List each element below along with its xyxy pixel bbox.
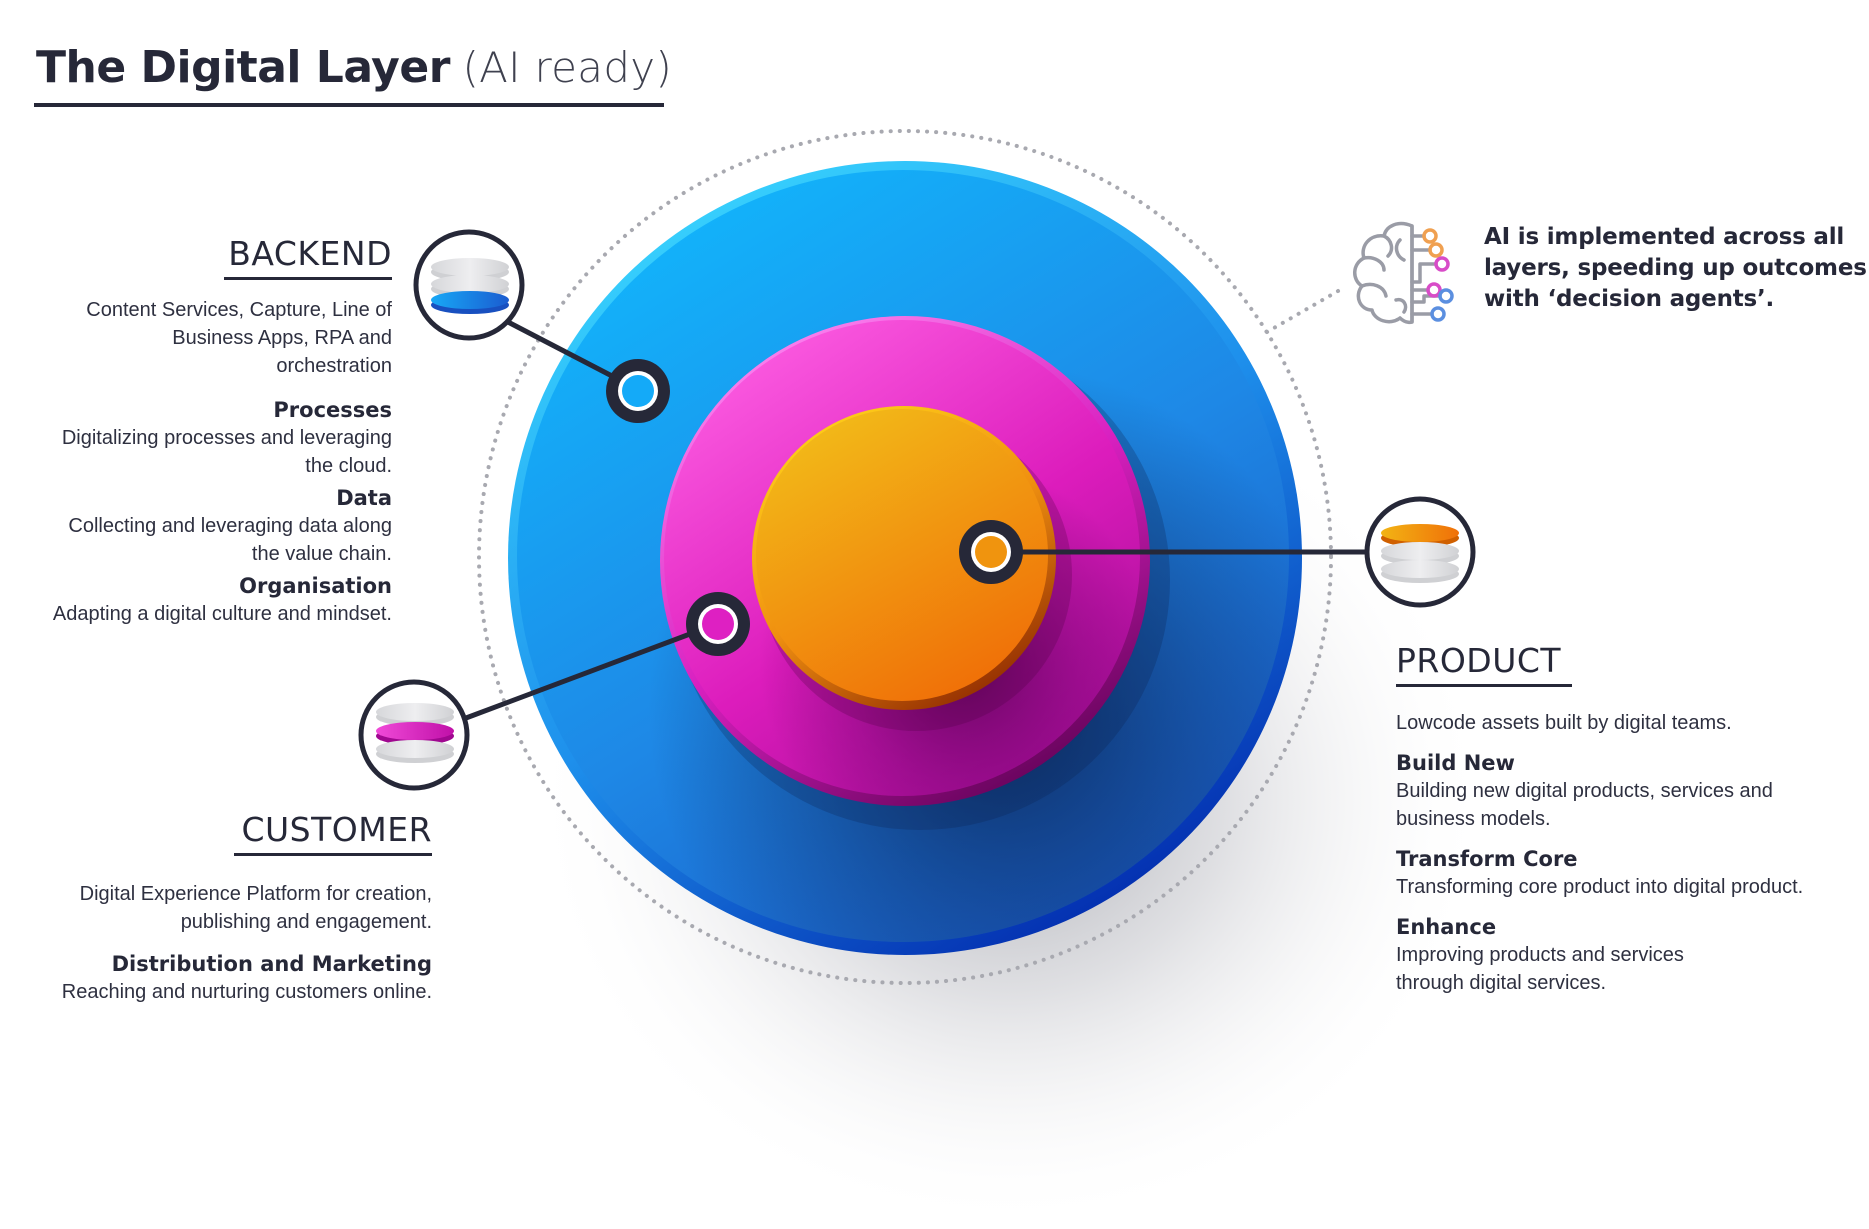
product-item-transform-core: Transform Core Transforming core product… — [1396, 845, 1803, 901]
customer-heading: CUSTOMER — [241, 810, 432, 849]
backend-item-organisation: Organisation Adapting a digital culture … — [53, 572, 392, 628]
outer-layer-backend-disk — [508, 161, 1302, 955]
title-suffix: (AI ready) — [462, 43, 673, 92]
ai-note-line: layers, speeding up outcomes — [1484, 255, 1867, 281]
backend-layer-stack-icon — [413, 229, 525, 341]
backend-item-line: Collecting and leveraging data along — [68, 515, 392, 537]
backend-connector — [506, 319, 614, 379]
customer-marker — [686, 592, 750, 656]
product-item-line: business models. — [1396, 808, 1551, 830]
product-section: PRODUCT Lowcode assets built by digital … — [1396, 641, 1803, 997]
product-item-line: Transforming core product into digital p… — [1396, 876, 1804, 898]
customer-description-line: Digital Experience Platform for creation… — [79, 883, 432, 905]
ai-note-line: AI is implemented across all — [1484, 224, 1845, 250]
backend-item-line: the value chain. — [251, 543, 392, 565]
drop-shadow — [530, 370, 1490, 1229]
product-heading: PRODUCT — [1396, 641, 1572, 687]
customer-description: Digital Experience Platform for creation… — [62, 880, 432, 936]
backend-item-line: Adapting a digital culture and mindset. — [52, 603, 392, 625]
product-layer-stack-icon — [1364, 496, 1476, 608]
customer-section: CUSTOMER Digital Experience Platform for… — [62, 810, 432, 1006]
product-heading-underline — [1396, 684, 1572, 687]
customer-item-distribution: Distribution and Marketing Reaching and … — [62, 950, 432, 1006]
backend-heading-underline — [224, 277, 392, 280]
product-item-title: Enhance — [1396, 915, 1497, 939]
product-item-title: Build New — [1396, 751, 1515, 775]
backend-item-title: Data — [336, 486, 392, 510]
inner-layer-product-disk — [752, 406, 1072, 731]
middle-layer-customer-disk — [660, 316, 1170, 830]
backend-heading: BACKEND — [228, 234, 392, 273]
product-item-build-new: Build New Building new digital products,… — [1396, 749, 1803, 833]
product-description: Lowcode assets built by digital teams. — [1396, 712, 1732, 734]
product-item-title: Transform Core — [1396, 847, 1578, 871]
customer-layer-stack-icon — [358, 679, 470, 791]
dotted-orbit-ring — [477, 129, 1333, 985]
backend-item-title: Organisation — [239, 574, 392, 598]
backend-description-line: Content Services, Capture, Line of — [86, 299, 392, 321]
brain-circuit-icon — [1353, 221, 1454, 325]
backend-item-title: Processes — [273, 398, 392, 422]
backend-item-data: Data Collecting and leveraging data alon… — [53, 484, 392, 568]
backend-description-line: orchestration — [276, 355, 392, 377]
customer-item-line: Reaching and nurturing customers online. — [61, 981, 432, 1003]
backend-description: Content Services, Capture, Line of Busin… — [53, 296, 392, 380]
product-item-line: Building new digital products, services … — [1396, 780, 1773, 802]
customer-connector — [465, 631, 691, 721]
ai-dotted-connector — [1265, 285, 1347, 334]
backend-item-line: Digitalizing processes and leveraging — [61, 427, 392, 449]
customer-heading-underline — [234, 853, 432, 856]
product-item-enhance: Enhance Improving products and services … — [1396, 913, 1803, 997]
backend-description-line: Business Apps, RPA and — [172, 327, 392, 349]
customer-description-line: publishing and engagement. — [180, 911, 432, 933]
product-item-line: Improving products and services — [1396, 944, 1684, 966]
product-marker — [959, 520, 1023, 584]
title-main: The Digital Layer — [36, 42, 450, 93]
page-title: The Digital Layer (AI ready) — [36, 42, 672, 93]
title-underline — [34, 103, 664, 107]
ai-note-line: with ‘decision agents’. — [1484, 286, 1775, 312]
ai-note: AI is implemented across all layers, spe… — [1484, 222, 1867, 315]
product-item-line: through digital services. — [1396, 972, 1607, 994]
backend-marker — [606, 359, 670, 423]
backend-section: BACKEND Content Services, Capture, Line … — [53, 234, 392, 628]
backend-item-line: the cloud. — [305, 455, 392, 477]
customer-item-title: Distribution and Marketing — [111, 952, 432, 976]
product-heading-text: PRODUCT — [1396, 641, 1562, 680]
backend-item-processes: Processes Digitalizing processes and lev… — [53, 396, 392, 480]
